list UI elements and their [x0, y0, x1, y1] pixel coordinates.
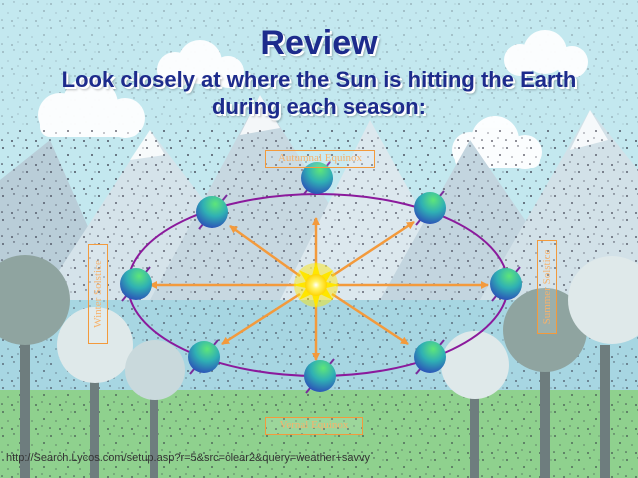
sun: [292, 261, 340, 309]
sun-arrows: [149, 217, 489, 361]
trees: [0, 255, 638, 478]
label-summer-solstice-box: Summer Solstice: [537, 240, 557, 334]
label-summer-solstice: Summer Solstice: [541, 249, 553, 325]
earth-bottom: [304, 358, 336, 394]
arrow-bottom-right: [331, 292, 409, 346]
label-winter-solstice-box: Winter Solstice: [88, 244, 108, 344]
label-winter-solstice: Winter Solstice: [92, 260, 104, 328]
earth-right: [490, 266, 522, 302]
arrow-bottom-left: [221, 292, 301, 346]
slide-subtitle: Look closely at where the Sun is hitting…: [61, 67, 577, 119]
earth-bottom-right: [414, 339, 446, 375]
source-url: http://Search.Lycos.com/setup.asp?r=5&sr…: [6, 452, 371, 464]
cloud-top-left: [157, 40, 244, 88]
earth-left: [120, 266, 152, 302]
arrow-top-left: [229, 224, 301, 278]
arrow-top-right: [331, 220, 415, 278]
cloud-top-right: [504, 30, 588, 78]
earth-top-left: [196, 194, 228, 230]
earths: [120, 161, 522, 394]
label-autumnal-equinox: Autumnal Equinox: [265, 150, 375, 168]
label-vernal-equinox: Vernal Equinox: [265, 417, 363, 435]
slide-title: Review: [260, 24, 378, 62]
earth-top-right: [414, 190, 446, 226]
earth-bottom-left: [188, 339, 220, 375]
